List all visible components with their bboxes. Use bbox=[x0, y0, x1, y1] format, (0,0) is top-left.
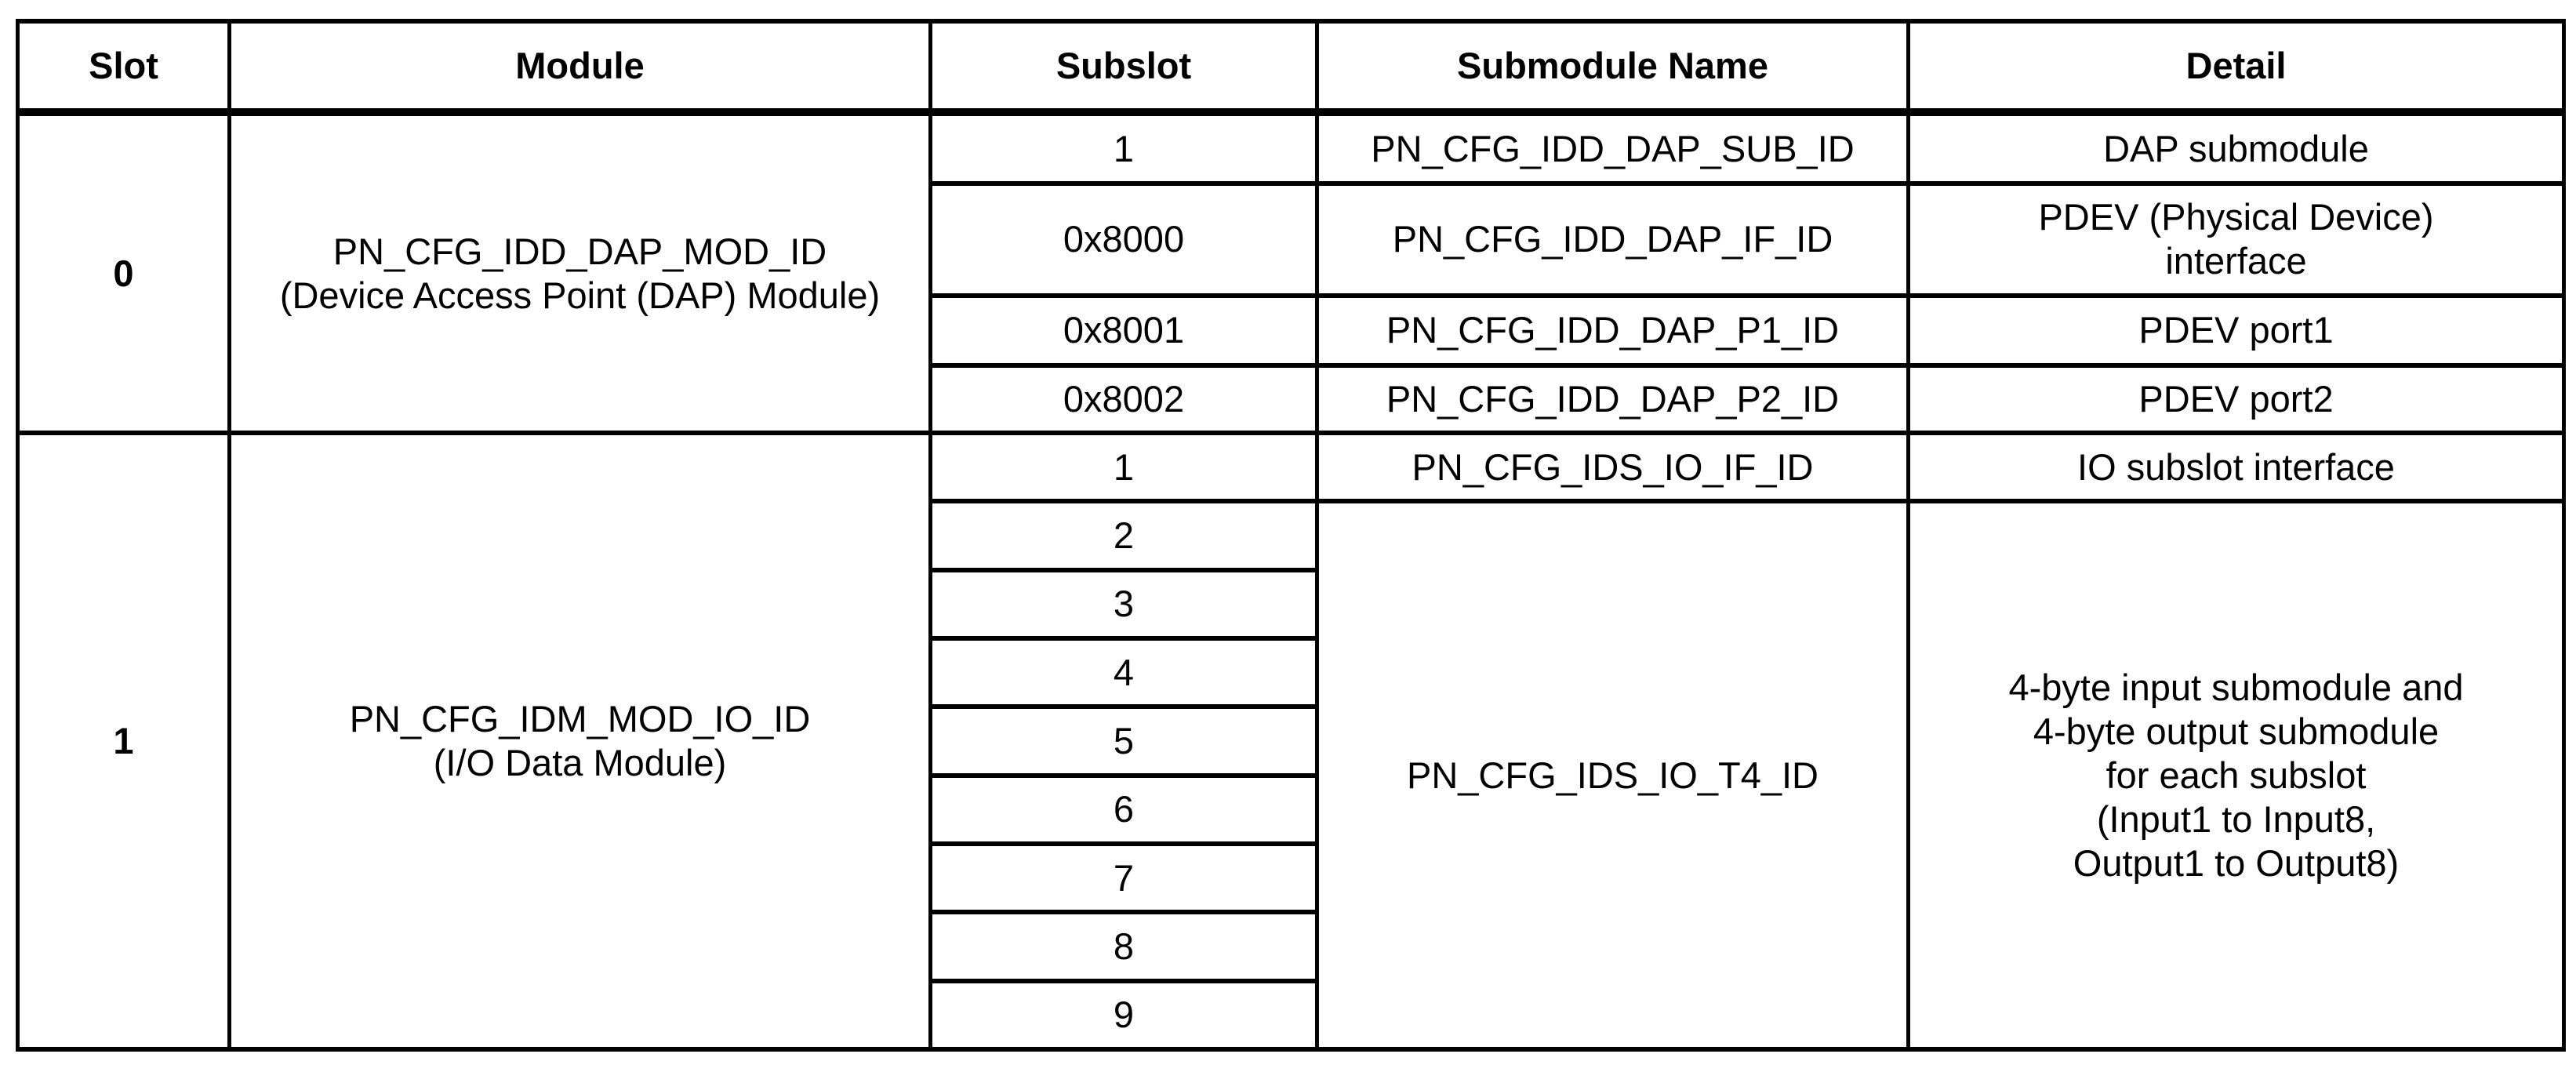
header-slot: Slot bbox=[16, 19, 231, 116]
header-detail: Detail bbox=[1906, 19, 2566, 116]
table-row: 5 bbox=[18, 704, 2564, 778]
cell-submodule: PN_CFG_IDS_IO_IF_ID bbox=[1315, 431, 1910, 504]
table-row: 0 PN_CFG_IDD_DAP_MOD_ID (Device Access P… bbox=[16, 109, 2566, 436]
cell-submodule: PN_CFG_IDD_DAP_IF_ID bbox=[1315, 181, 1910, 298]
cell-subslot: 8 bbox=[928, 910, 1319, 983]
table-row: 6 bbox=[18, 772, 2564, 847]
cell-subslot: 9 bbox=[928, 978, 1319, 1052]
cell-subslot: 0x8000 bbox=[928, 181, 1319, 298]
cell-submodule-merged: PN_CFG_IDS_IO_T4_ID bbox=[1315, 499, 1910, 1052]
cell-subslot: 0x8001 bbox=[928, 293, 1319, 368]
cell-detail: DAP submodule bbox=[1906, 109, 2566, 187]
cell-slot-1: 1 bbox=[16, 431, 231, 1052]
cell-subslot: 0x8002 bbox=[928, 362, 1319, 436]
cell-submodule: PN_CFG_IDD_DAP_P2_ID bbox=[1315, 362, 1910, 436]
cell-subslot: 1 bbox=[928, 109, 1319, 187]
table-row: 8 bbox=[18, 910, 2564, 983]
table-row: 3 bbox=[18, 567, 2564, 641]
cell-subslot: 1 bbox=[928, 431, 1319, 504]
cell-slot-0: 0 bbox=[16, 109, 231, 436]
cell-detail: PDEV (Physical Device) interface bbox=[1906, 181, 2566, 298]
cell-subslot: 4 bbox=[928, 636, 1319, 710]
header-module: Module bbox=[227, 19, 932, 116]
cell-subslot: 7 bbox=[928, 841, 1319, 915]
table-row: 7 bbox=[18, 841, 2564, 915]
cell-detail: PDEV port1 bbox=[1906, 293, 2566, 368]
table-row: 0x8002 PN_CFG_IDD_DAP_P2_ID PDEV port2 bbox=[18, 362, 2566, 436]
header-subslot: Subslot bbox=[928, 19, 1319, 116]
cell-submodule: PN_CFG_IDD_DAP_P1_ID bbox=[1315, 293, 1910, 368]
table-row: 4 bbox=[18, 636, 2564, 710]
header-submodule-name: Submodule Name bbox=[1315, 19, 1910, 116]
table-row: 1 PN_CFG_IDM_MOD_IO_ID (I/O Data Module)… bbox=[16, 431, 2566, 1052]
table-row: 0x8001 PN_CFG_IDD_DAP_P1_ID PDEV port1 bbox=[18, 293, 2566, 368]
cell-detail: PDEV port2 bbox=[1906, 362, 2566, 436]
cell-detail-merged: 4-byte input submodule and 4-byte output… bbox=[1906, 499, 2566, 1052]
cell-subslot: 2 bbox=[928, 499, 1319, 572]
table-row: 9 bbox=[18, 978, 2564, 1052]
cell-module-slot0: PN_CFG_IDD_DAP_MOD_ID (Device Access Poi… bbox=[227, 109, 932, 436]
cell-detail: IO subslot interface bbox=[1906, 431, 2566, 504]
table-row: 0x8000 PN_CFG_IDD_DAP_IF_ID PDEV (Physic… bbox=[18, 181, 2566, 298]
cell-subslot: 6 bbox=[928, 772, 1319, 847]
cell-subslot: 3 bbox=[928, 567, 1319, 641]
cell-module-slot1: PN_CFG_IDM_MOD_IO_ID (I/O Data Module) bbox=[227, 431, 932, 1052]
cell-subslot: 5 bbox=[928, 704, 1319, 778]
table-row: 2 PN_CFG_IDS_IO_T4_ID 4-byte input submo… bbox=[18, 499, 2566, 1052]
header-row: Slot Module Subslot Submodule Name Detai… bbox=[16, 19, 2566, 116]
cell-submodule: PN_CFG_IDD_DAP_SUB_ID bbox=[1315, 109, 1910, 187]
submodule-config-table: Slot Module Subslot Submodule Name Detai… bbox=[16, 19, 2566, 1052]
